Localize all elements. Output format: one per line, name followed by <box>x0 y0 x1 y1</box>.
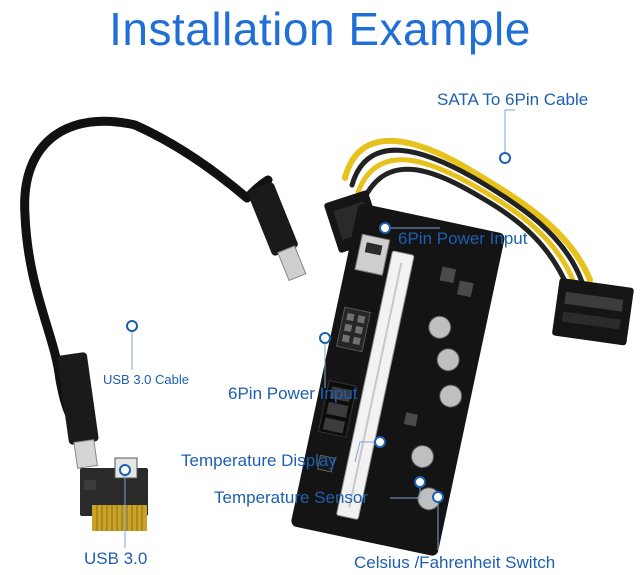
callout-sata-cable: SATA To 6Pin Cable <box>437 90 589 109</box>
pcie-x1-adapter <box>80 457 148 531</box>
sata-cable <box>342 138 593 291</box>
marker-sata <box>499 152 511 164</box>
usb-plug-adapter <box>57 352 99 469</box>
sata-connector <box>552 278 634 346</box>
usb-cable <box>20 116 252 425</box>
page-title: Installation Example <box>109 3 531 55</box>
callout-usb-cable: USB 3.0 Cable <box>103 372 189 387</box>
callout-temperature-display: Temperature Display <box>181 451 337 470</box>
callout-usb-3: USB 3.0 <box>84 549 148 568</box>
marker-temp-sensor <box>414 476 426 488</box>
marker-switch <box>432 491 444 503</box>
marker-6pin-board <box>319 332 331 344</box>
marker-temp-display <box>374 436 386 448</box>
callout-6pin-power-input-board: 6Pin Power Input <box>228 384 358 403</box>
marker-usb-cable <box>126 320 138 332</box>
leader-sata <box>504 109 515 158</box>
callout-6pin-power-input-top: 6Pin Power Input <box>398 229 528 248</box>
callout-celsius-fahrenheit-switch: Celsius /Fahrenheit Switch <box>354 553 556 572</box>
marker-usb3 <box>119 464 131 476</box>
marker-6pin-top <box>379 222 391 234</box>
riser-board <box>291 203 505 556</box>
leader-temp-display <box>354 441 380 463</box>
usb-plug-riser <box>248 182 307 282</box>
callout-temperature-sensor: Temperature Sensor <box>214 488 369 507</box>
